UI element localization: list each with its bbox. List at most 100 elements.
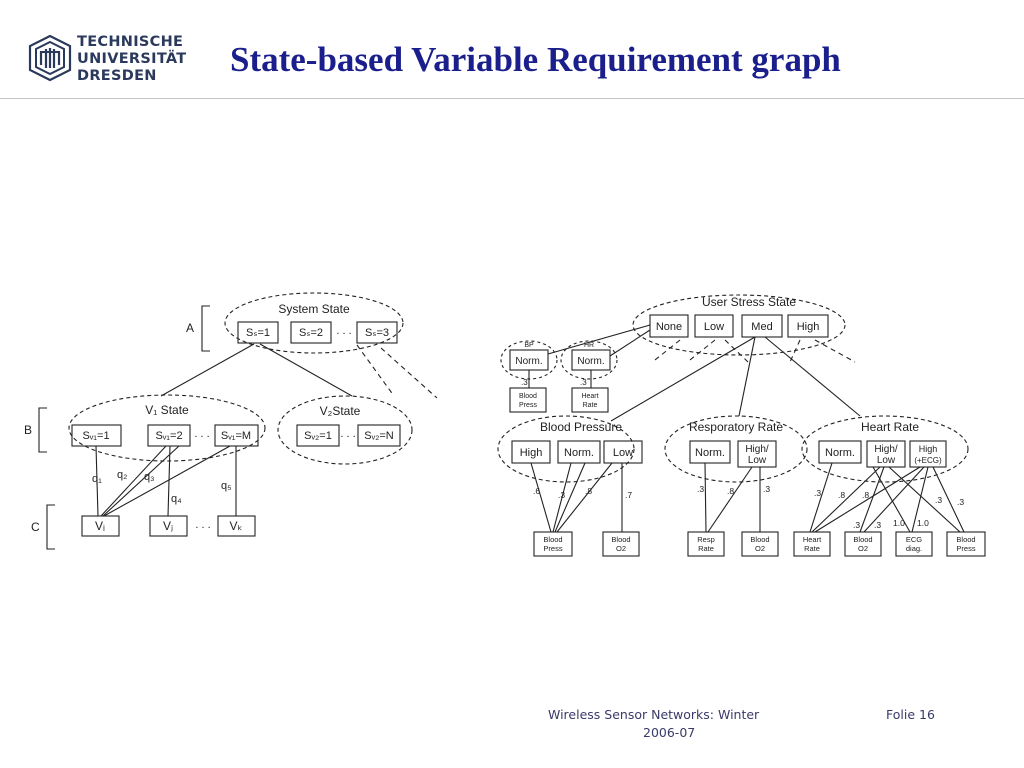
system-state-value-3: Sₛ=3 bbox=[365, 327, 389, 339]
v2-state-box-n bbox=[357, 424, 401, 447]
hr-highlow-l1: High/ bbox=[874, 444, 898, 455]
edge-hr-ecg-press bbox=[932, 466, 965, 533]
edge-bp-low-press bbox=[556, 462, 613, 533]
edge-med-bp bbox=[610, 336, 756, 422]
edge-hr-ecg-o2 bbox=[863, 466, 925, 533]
dashed-edge-1 bbox=[356, 344, 395, 397]
edge-hr-norm-rate bbox=[809, 462, 833, 533]
dashed-edge-2 bbox=[380, 347, 438, 399]
bp-weight-3: .8 bbox=[585, 486, 592, 496]
bp-group-weight: .3 bbox=[521, 378, 528, 387]
v2-state-value-n: Sᵥ₂=N bbox=[364, 430, 394, 442]
system-state-box-3 bbox=[356, 321, 398, 344]
variable-ellipsis: . . . bbox=[195, 519, 210, 531]
hr-weight-6: 1.0 bbox=[893, 518, 905, 528]
user-stress-label: User Stress State bbox=[702, 295, 796, 309]
hr-leaf-ecg-l2: diag. bbox=[906, 544, 922, 553]
v2-state-value-1: Sᵥ₂=1 bbox=[304, 430, 332, 442]
bp-leaf-o2-l2: O2 bbox=[616, 544, 626, 553]
v1-state-value-m: Sᵥ₁=M bbox=[221, 430, 251, 442]
system-state-ellipse bbox=[224, 292, 404, 354]
bracket-b bbox=[38, 407, 47, 453]
hr-group-leaf-l2: Rate bbox=[583, 402, 598, 409]
rr-weight-2: .8 bbox=[727, 486, 734, 496]
hr-high-ecg-l2: (+ECG) bbox=[914, 456, 942, 465]
bp-weight-4: .7 bbox=[625, 490, 632, 500]
bp-high-label: High bbox=[520, 447, 543, 459]
v1-state-ellipsis: . . . bbox=[194, 428, 209, 440]
bp-low-box bbox=[603, 440, 643, 464]
hr-highlow-box bbox=[866, 440, 906, 468]
hr-weight-7: 1.0 bbox=[917, 518, 929, 528]
bp-group-leaf-l2: Press bbox=[519, 402, 537, 409]
hr-leaf-press-box bbox=[946, 531, 986, 557]
hr-leaf-press-l2: Press bbox=[956, 544, 975, 553]
bracket-c bbox=[46, 504, 55, 550]
v1-state-value-2: Sᵥ₁=2 bbox=[155, 430, 182, 442]
hr-group-state: Norm. bbox=[577, 356, 604, 367]
hr-group-weight: .3 bbox=[580, 378, 587, 387]
hr-leaf-rate-l2: Rate bbox=[804, 544, 820, 553]
hr-weight-2: .8 bbox=[838, 490, 845, 500]
dashed-low-1 bbox=[689, 339, 716, 361]
bp-leaf-box bbox=[509, 387, 547, 413]
stress-box-med bbox=[741, 314, 783, 338]
hr-leaf-o2-l2: O2 bbox=[858, 544, 868, 553]
bp-weight-2: .3 bbox=[558, 490, 565, 500]
bp-norm-state-box bbox=[557, 440, 601, 464]
logo-text-line-3: DRESDEN bbox=[77, 68, 157, 84]
edge-hr-ecg-ecg bbox=[911, 466, 929, 533]
hr-high-ecg-l1: High bbox=[919, 444, 938, 454]
rr-weight-1: .3 bbox=[697, 484, 704, 494]
rr-leaf-resp-l2: Rate bbox=[698, 544, 714, 553]
edge-hr-hl-ecg bbox=[872, 466, 911, 533]
edge-label-q3: q₃ bbox=[144, 471, 155, 483]
heart-rate-ellipse bbox=[801, 415, 969, 483]
edge-q3 bbox=[102, 445, 180, 517]
stress-none-label: None bbox=[656, 321, 682, 333]
edge-label-q4: q₄ bbox=[171, 493, 182, 505]
edge-none-hr bbox=[609, 329, 651, 357]
edge-hr-ecg-rate bbox=[814, 466, 921, 533]
hr-leaf-ecg-l1: ECG bbox=[906, 535, 922, 544]
hr-weight-3: .8 bbox=[862, 490, 869, 500]
system-state-label: System State bbox=[278, 302, 350, 316]
bracket-a bbox=[201, 305, 210, 352]
rr-norm-box bbox=[689, 440, 731, 464]
slide-title: State-based Variable Requirement graph bbox=[230, 40, 841, 79]
dashed-high-1 bbox=[789, 339, 801, 363]
hr-group-ellipse bbox=[560, 340, 618, 380]
header-divider bbox=[0, 98, 1024, 99]
edge-label-q1: q₁ bbox=[92, 473, 102, 485]
hr-norm-label: Norm. bbox=[825, 447, 855, 459]
blood-pressure-ellipse bbox=[497, 415, 635, 483]
system-state-box-1 bbox=[237, 321, 279, 344]
hr-weight-1: .3 bbox=[814, 488, 821, 498]
tu-dresden-logo: TECHNISCHE UNIVERSITÄT DRESDEN bbox=[27, 34, 197, 88]
rr-leaf-resp-l1: Resp bbox=[697, 535, 715, 544]
v2-state-ellipsis: . . . bbox=[340, 428, 355, 440]
stress-med-label: Med bbox=[751, 321, 772, 333]
rr-leaf-o2-l1: Blood bbox=[750, 535, 769, 544]
variable-label-i: Vᵢ bbox=[95, 519, 105, 533]
logo-text-line-1: TECHNISCHE bbox=[77, 34, 184, 50]
hr-group-label: HR bbox=[584, 342, 594, 349]
stress-box-low bbox=[694, 314, 734, 338]
rr-weight-3: .3 bbox=[763, 484, 770, 494]
hr-norm-state-box bbox=[818, 440, 862, 464]
edge-bp-norm-press2 bbox=[554, 462, 586, 533]
university-seal-icon bbox=[28, 34, 72, 82]
rr-highlow-l1: High/ bbox=[745, 444, 769, 455]
bp-leaf-press-l2: Press bbox=[543, 544, 562, 553]
edge-rr-norm-resp bbox=[704, 462, 707, 533]
bp-leaf-o2-box bbox=[602, 531, 640, 557]
bp-leaf-press-l1: Blood bbox=[543, 535, 562, 544]
hr-leaf-press-l1: Blood bbox=[956, 535, 975, 544]
dashed-none bbox=[654, 339, 681, 361]
edge-q2 bbox=[100, 445, 167, 517]
v2-state-ellipse bbox=[277, 395, 413, 465]
edge-rr-hl-resp bbox=[707, 466, 753, 533]
hr-leaf-o2-l1: Blood bbox=[853, 535, 872, 544]
level-label-b: B bbox=[24, 423, 32, 437]
